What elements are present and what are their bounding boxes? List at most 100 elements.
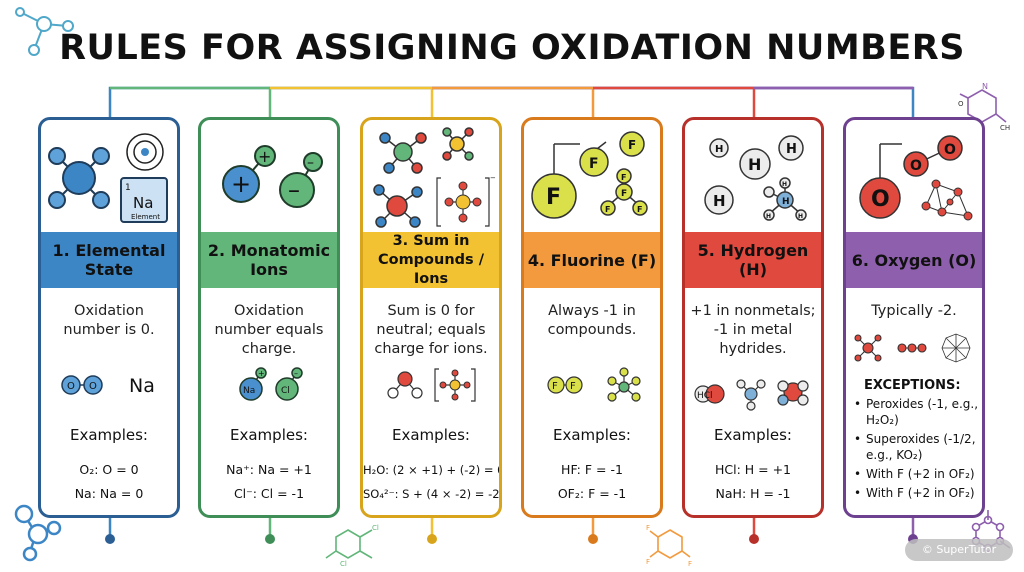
- exception-item: With F (+2 in OF₂): [852, 485, 980, 501]
- fluorobenzene-decoration-icon: F F F: [646, 524, 692, 568]
- rule-description: Oxidation number is 0.: [63, 303, 155, 338]
- svg-text:H: H: [798, 213, 803, 220]
- example-line: OF₂: F = -1: [557, 486, 627, 501]
- o2-molecule-icon: O O Na: [41, 365, 177, 405]
- sodium-symbol: Na: [129, 375, 155, 397]
- cl-label: Cl: [281, 386, 290, 396]
- svg-text:F: F: [546, 185, 561, 210]
- svg-text:H: H: [782, 181, 787, 188]
- svg-text:H: H: [713, 192, 726, 210]
- rule-heading: 6. Oxygen (O): [846, 232, 982, 288]
- svg-text:F: F: [646, 558, 650, 566]
- svg-text:F: F: [605, 205, 610, 214]
- examples-list: O₂: O = 0 Na: Na = 0: [41, 458, 177, 506]
- example-line: Cl⁻: Cl = -1: [233, 486, 305, 501]
- svg-text:F: F: [637, 205, 642, 214]
- watermark-badge: © SuperTutor: [905, 539, 1013, 561]
- exceptions-label: EXCEPTIONS:: [864, 378, 961, 393]
- examples-label: Examples:: [553, 426, 631, 444]
- rule-card-sum-in-compounds: − 3. Sum in Compounds / Ions Sum is 0 fo…: [360, 117, 502, 518]
- svg-text:O: O: [89, 381, 97, 392]
- svg-text:H: H: [786, 142, 797, 157]
- examples-list: HCl: H = +1 NaH: H = -1: [685, 458, 821, 506]
- svg-text:+: +: [258, 147, 271, 166]
- rule-card-oxygen: O O O 6. Oxygen (O) Typically -2. EXCEPT…: [843, 117, 985, 518]
- example-line: Na⁺: Na = +1: [226, 462, 312, 477]
- molecule-decoration-icon: [15, 7, 74, 56]
- svg-text:H: H: [782, 197, 790, 207]
- hydrogen-illustration: H H H H H H H H: [685, 120, 821, 232]
- svg-text:O: O: [67, 381, 75, 392]
- exception-item: With F (+2 in OF₂): [852, 466, 980, 482]
- svg-text:CH: CH: [1000, 124, 1010, 132]
- chlorobenzene-decoration-icon: Cl Cl: [325, 524, 379, 568]
- svg-text:O: O: [958, 100, 964, 108]
- examples-list: HF: F = -1 OF₂: F = -1: [524, 458, 660, 506]
- svg-text:+: +: [258, 369, 265, 378]
- water-sulfate-example-icon: [363, 365, 499, 405]
- examples-list: H₂O: (2 × +1) + (-2) = 0 SO₄²⁻: S + (4 ×…: [363, 458, 499, 506]
- svg-text:–: –: [307, 155, 314, 171]
- exceptions-list: Peroxides (-1, e.g., H₂O₂) Superoxides (…: [852, 396, 980, 504]
- examples-list: Na⁺: Na = +1 Cl⁻: Cl = -1: [201, 458, 337, 506]
- rule-card-elemental-state: 1 Na Element 1. Elemental State Oxidatio…: [38, 117, 180, 518]
- example-line: NaH: H = -1: [715, 486, 791, 501]
- examples-label: Examples:: [392, 426, 470, 444]
- examples-label: Examples:: [230, 426, 308, 444]
- example-line: H₂O: (2 × +1) + (-2) = 0: [363, 463, 502, 477]
- svg-text:H: H: [766, 213, 771, 220]
- ions-illustration: + + – –: [201, 120, 337, 232]
- exception-item: Peroxides (-1, e.g., H₂O₂): [852, 396, 980, 428]
- rule-description: +1 in nonmetals; -1 in metal hydrides.: [690, 303, 816, 357]
- svg-text:F: F: [621, 173, 626, 182]
- rule-description: Typically -2.: [871, 303, 957, 319]
- rule-heading: 2. Monatomic Ions: [201, 232, 337, 288]
- svg-text:–: –: [288, 176, 300, 204]
- exception-item: Superoxides (-1/2, e.g., KO₂): [852, 431, 980, 463]
- rule-heading: 3. Sum in Compounds / Ions: [363, 232, 499, 288]
- rule-card-monatomic-ions: + + – – 2. Monatomic Ions Oxidation numb…: [198, 117, 340, 518]
- svg-text:N: N: [982, 82, 988, 91]
- rule-card-fluorine: F F F F F F F 4. Fluorine (F) Always -1 …: [521, 117, 663, 518]
- svg-text:F: F: [646, 524, 650, 532]
- rule-heading: 5. Hydrogen (H): [685, 232, 821, 288]
- svg-text:H: H: [715, 144, 723, 155]
- example-line: O₂: O = 0: [79, 462, 139, 477]
- molecule-bottom-left-icon: [14, 504, 62, 562]
- svg-text:O: O: [910, 158, 922, 174]
- example-line: HF: F = -1: [561, 462, 623, 477]
- fluoride-example-icon: F F: [524, 365, 660, 405]
- svg-text:H: H: [748, 155, 761, 174]
- page-title: RULES FOR ASSIGNING OXIDATION NUMBERS: [59, 28, 965, 68]
- svg-text:F: F: [570, 381, 576, 392]
- svg-text:F: F: [621, 189, 627, 199]
- na-label: Na: [243, 386, 255, 396]
- svg-text:Cl: Cl: [372, 524, 379, 532]
- element-number: 1: [125, 183, 131, 193]
- svg-text:+: +: [231, 170, 251, 198]
- svg-text:O: O: [944, 142, 956, 158]
- element-symbol: Na: [133, 194, 153, 212]
- svg-text:−: −: [490, 174, 496, 182]
- svg-text:F: F: [552, 381, 558, 392]
- examples-label: Examples:: [714, 426, 792, 444]
- fluorine-illustration: F F F F F F F: [524, 120, 660, 232]
- svg-text:F: F: [589, 156, 599, 172]
- svg-text:F: F: [688, 560, 692, 568]
- svg-text:Cl: Cl: [340, 560, 347, 568]
- rule-heading: 1. Elemental State: [41, 232, 177, 288]
- rule-description: Sum is 0 for neutral; equals charge for …: [374, 303, 488, 357]
- oxygen-example-icon: [846, 328, 982, 368]
- svg-text:O: O: [871, 187, 890, 212]
- compounds-illustration: −: [363, 120, 499, 232]
- elemental-illustration: 1 Na Element: [41, 120, 177, 232]
- element-caption: Element: [131, 213, 160, 221]
- example-line: Na: Na = 0: [74, 486, 144, 501]
- ions-example-icon: Na Cl + –: [201, 365, 337, 405]
- rule-description: Oxidation number equals charge.: [214, 303, 324, 357]
- example-line: SO₄²⁻: S + (4 × -2) = -2: [363, 487, 500, 501]
- rule-description: Always -1 in compounds.: [547, 303, 637, 338]
- svg-text:F: F: [628, 138, 636, 152]
- hcl-label: HCl: [697, 391, 713, 401]
- oxygen-illustration: O O O: [846, 120, 982, 232]
